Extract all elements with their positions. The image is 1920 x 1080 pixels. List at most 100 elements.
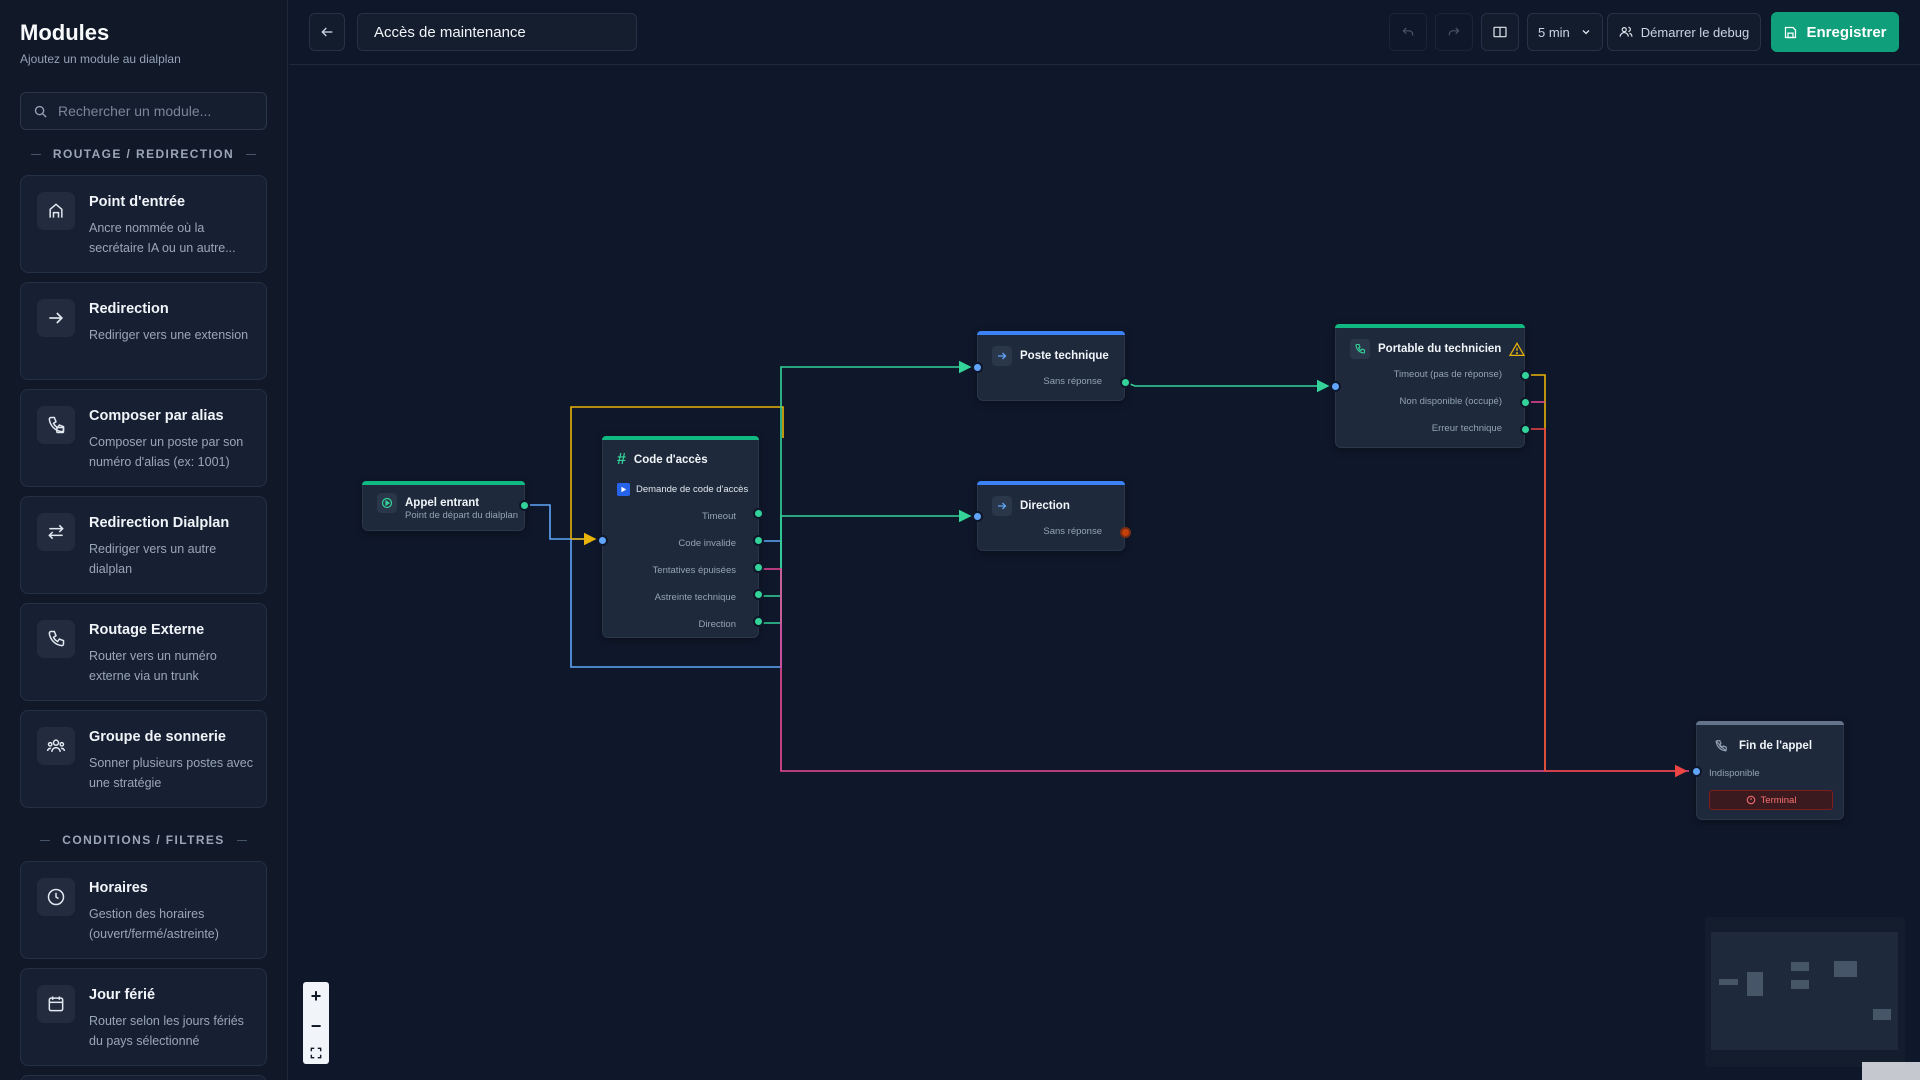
flow-canvas[interactable]: Appel entrant Point de départ du dialpla… [289, 66, 1920, 1080]
zoom-in-button[interactable]: + [310, 986, 322, 1007]
save-button[interactable]: Enregistrer [1771, 12, 1899, 52]
input-port[interactable] [597, 535, 608, 546]
phone-forward-icon [1350, 339, 1370, 359]
node-access-code[interactable]: # Code d'accès Demande de code d'accès T… [597, 436, 764, 638]
redo-button[interactable] [1435, 13, 1473, 51]
output-label: Sans réponse [1043, 526, 1102, 537]
module-desc: Composer un poste par son numéro d'alias… [89, 435, 244, 469]
play-icon [617, 483, 630, 496]
output-port[interactable] [753, 562, 764, 573]
module-card-entry-point[interactable]: Point d'entrée Ancre nommée où la secrét… [20, 175, 267, 273]
node-title: Code d'accès [633, 454, 708, 466]
output-label: Erreur technique [1431, 423, 1502, 434]
input-port[interactable] [1330, 381, 1341, 392]
node-poste-technique[interactable]: Poste technique Sans réponse [972, 331, 1131, 401]
section-conditions: CONDITIONS / FILTRES [20, 833, 267, 847]
module-desc: Router selon les jours fériés du pays sé… [89, 1014, 244, 1048]
clock-icon [37, 878, 75, 916]
output-label: Code invalide [678, 538, 736, 549]
prompt-label: Demande de code d'accès [636, 484, 749, 495]
attribution-badge[interactable] [1862, 1062, 1920, 1080]
minimap-node [1747, 972, 1763, 996]
module-card-partial[interactable] [20, 1075, 267, 1080]
undo-button[interactable] [1389, 13, 1427, 51]
save-label: Enregistrer [1806, 23, 1887, 41]
minimap[interactable] [1705, 917, 1905, 1067]
node-title: Portable du technicien [1378, 343, 1502, 355]
output-port[interactable] [753, 508, 764, 519]
output-port[interactable] [1520, 397, 1531, 408]
prompt-row: Demande de code d'accès [617, 483, 748, 496]
hash-icon: # [617, 451, 626, 468]
output-port[interactable] [519, 500, 530, 511]
modules-sidebar: Modules Ajoutez un module au dialplan RO… [0, 0, 288, 1080]
output-label: Tentatives épuisées [652, 565, 736, 576]
module-title: Routage Externe [89, 622, 205, 638]
timeout-select[interactable]: 5 min [1527, 13, 1603, 51]
module-title: Groupe de sonnerie [89, 729, 226, 745]
output-port[interactable] [1520, 370, 1531, 381]
node-end-call[interactable]: Fin de l'appel Indisponible Terminal [1691, 721, 1844, 820]
node-portable-technicien[interactable]: Portable du technicien Timeout (pas de r… [1330, 324, 1531, 448]
module-search-input[interactable] [58, 103, 258, 119]
phone-alias-icon [37, 406, 75, 444]
module-search[interactable] [20, 92, 267, 130]
node-title: Fin de l'appel [1739, 740, 1813, 752]
sidebar-subtitle: Ajoutez un module au dialplan [20, 52, 181, 66]
minimap-node [1873, 1009, 1891, 1020]
output-label: Timeout [702, 511, 736, 522]
back-button[interactable] [309, 13, 345, 51]
module-card-schedule[interactable]: Horaires Gestion des horaires (ouvert/fe… [20, 861, 267, 959]
book-open-icon [1493, 26, 1507, 38]
section-routing: ROUTAGE / REDIRECTION [20, 147, 267, 161]
start-debug-button[interactable]: Démarrer le debug [1607, 13, 1761, 51]
output-label: Astreinte technique [654, 592, 736, 603]
dialplan-name-input[interactable] [357, 13, 637, 51]
module-card-holiday[interactable]: Jour férié Router selon les jours fériés… [20, 968, 267, 1066]
edge-timeout-loop[interactable] [570, 406, 759, 546]
module-card-external-routing[interactable]: Routage Externe Router vers un numéro ex… [20, 603, 267, 701]
node-direction[interactable]: Direction Sans réponse [972, 481, 1131, 551]
module-card-dialplan-redirect[interactable]: Redirection Dialplan Rediriger vers un a… [20, 496, 267, 594]
edge-incoming-to-code[interactable] [526, 504, 595, 540]
module-desc: Rediriger vers une extension [89, 328, 249, 342]
output-port-unconnected[interactable] [1120, 527, 1131, 538]
sidebar-title: Modules [20, 20, 110, 45]
edge-poste-to-portable[interactable] [1124, 379, 1330, 393]
minimap-node [1791, 980, 1809, 989]
output-label: Timeout (pas de réponse) [1393, 369, 1502, 380]
save-icon [1785, 26, 1797, 38]
warning-icon [1509, 342, 1526, 356]
stop-circle-icon [1746, 795, 1755, 805]
output-port[interactable] [753, 535, 764, 546]
phone-off-icon [1711, 736, 1731, 756]
module-card-alias[interactable]: Composer par alias Composer un poste par… [20, 389, 267, 487]
edge-direction[interactable] [759, 509, 972, 624]
node-incoming-call[interactable]: Appel entrant Point de départ du dialpla… [362, 481, 530, 531]
output-port[interactable] [753, 616, 764, 627]
edge-portable-error[interactable] [1525, 428, 1688, 778]
arrow-right-icon [37, 299, 75, 337]
output-label: Sans réponse [1043, 376, 1102, 387]
module-title: Redirection [89, 301, 169, 317]
input-port[interactable] [1691, 766, 1702, 777]
editor-toolbar: 5 min Démarrer le debug Enregistrer [289, 0, 1920, 65]
layout-toggle-button[interactable] [1481, 13, 1519, 51]
module-desc: Ancre nommée où la secrétaire IA ou un a… [89, 221, 236, 255]
module-card-ring-group[interactable]: Groupe de sonnerie Sonner plusieurs post… [20, 710, 267, 808]
redo-icon [1448, 27, 1460, 36]
input-port[interactable] [972, 511, 983, 522]
output-port[interactable] [753, 589, 764, 600]
module-card-redirection[interactable]: Redirection Rediriger vers une extension [20, 282, 267, 380]
module-title: Composer par alias [89, 408, 224, 424]
fit-view-icon[interactable] [309, 1046, 323, 1060]
zoom-out-button[interactable]: − [310, 1015, 322, 1036]
output-port[interactable] [1120, 377, 1131, 388]
calendar-icon [37, 985, 75, 1023]
edge-exhausted-to-end[interactable] [759, 568, 1689, 772]
chevron-down-icon [1582, 30, 1590, 35]
node-title: Poste technique [1020, 350, 1109, 362]
output-port[interactable] [1520, 424, 1531, 435]
input-port[interactable] [972, 362, 983, 373]
edge-oncall-to-poste[interactable] [759, 360, 972, 597]
